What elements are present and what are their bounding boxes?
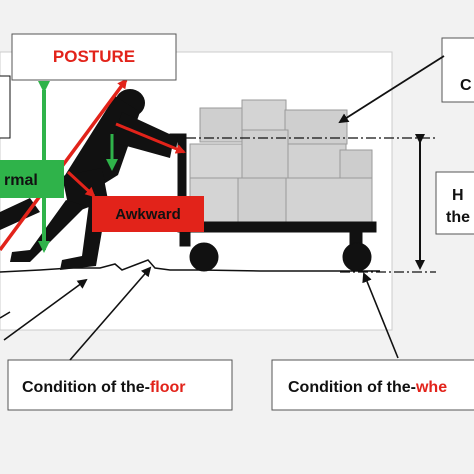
normal-label-box [0, 160, 64, 198]
posture-hip-line [66, 170, 96, 198]
posture-arm-line [115, 122, 186, 154]
height-label-box [435, 171, 474, 235]
box [189, 143, 245, 181]
top-right-label: C [460, 77, 472, 94]
wheel-condition-label: Condition of the-whe [288, 379, 447, 396]
box [284, 109, 348, 145]
posture-label: POSTURE [53, 47, 135, 66]
awkward-label-box [92, 196, 204, 232]
box [237, 177, 289, 223]
awkward-label: Awkward [115, 206, 181, 223]
posture-label-box [11, 33, 177, 81]
normal-label: rmal [4, 172, 38, 189]
floor-condition-highlight: floor [150, 379, 186, 396]
floor-condition-label: Condition of the-floor [22, 379, 186, 396]
box [339, 149, 373, 181]
box [285, 177, 373, 223]
wheel-pointer [362, 272, 399, 359]
left-cropped-box [0, 75, 11, 139]
floor-pointer-left [3, 278, 88, 341]
height-label-line1: H [452, 187, 464, 204]
load-pointer-arrow [338, 55, 445, 124]
trolley-wheel-front [189, 242, 219, 272]
floor-condition-box [7, 359, 233, 411]
trolley-platform [179, 221, 377, 233]
wheel-condition-prefix: Condition of the- [288, 379, 416, 396]
height-label-line2: the [446, 209, 470, 226]
trolley-wheel-rear [342, 242, 372, 272]
top-right-box [441, 37, 474, 103]
floor-pointer-edge [0, 311, 11, 319]
floor-pointer-right [69, 266, 152, 361]
trolley-bracket [179, 231, 191, 247]
trolley [169, 133, 377, 272]
wheel-condition-highlight: whe [415, 379, 447, 396]
floor-condition-prefix: Condition of the- [22, 379, 150, 396]
box [199, 107, 245, 143]
box [287, 143, 347, 181]
wheel-condition-box [271, 359, 474, 411]
